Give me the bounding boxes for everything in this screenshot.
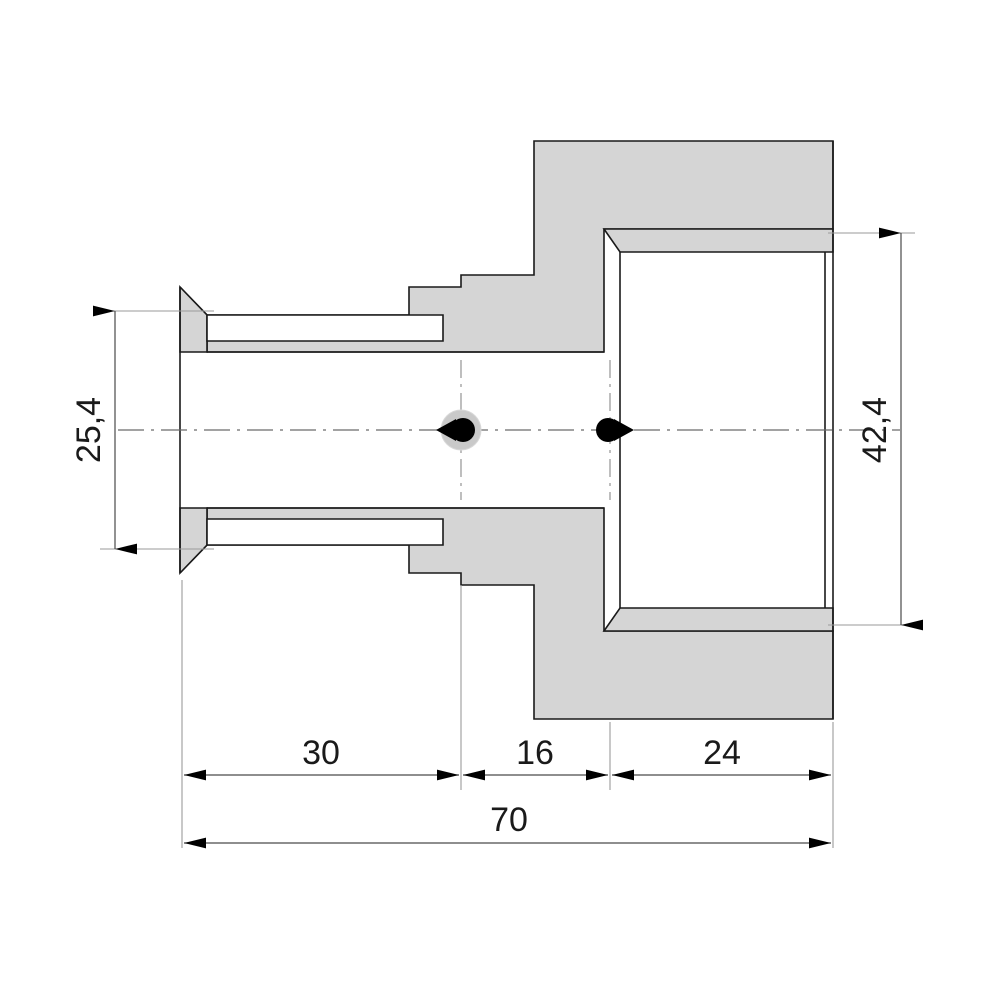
- thread-groove-upper: [206, 314, 444, 342]
- part-geometry: [179, 140, 834, 720]
- dimension-label-inner-diameter: 25,4: [70, 397, 108, 463]
- dimension-inner-diameter: 25,4: [70, 305, 214, 555]
- bottom-extension-lines: [181, 580, 834, 848]
- dimension-label-segment-1: 30: [302, 734, 340, 772]
- dimension-label-outer-diameter: 42,4: [856, 397, 894, 463]
- dimension-label-overall-length: 70: [490, 801, 528, 839]
- section-markers: [436, 409, 634, 451]
- socket-chamfer-lower: [602, 607, 834, 632]
- section-marker-left-arrow-icon: [436, 419, 456, 441]
- section-marker-left-dot: [451, 418, 475, 442]
- dimension-label-segment-3: 24: [703, 734, 741, 772]
- dimension-overall-length: 70: [184, 801, 831, 849]
- flange-rim-lower: [179, 507, 208, 575]
- section-marker-right-arrow-icon: [614, 419, 634, 441]
- flange-rim-upper: [179, 285, 208, 353]
- dimension-outer-diameter: 42,4: [828, 227, 923, 631]
- center-lines: [118, 360, 900, 500]
- thread-groove-lower: [206, 518, 444, 546]
- dimension-label-segment-2: 16: [516, 734, 554, 772]
- socket-chamfer-upper: [602, 228, 834, 253]
- dimension-chain-horizontal: 30 16 24: [184, 734, 831, 781]
